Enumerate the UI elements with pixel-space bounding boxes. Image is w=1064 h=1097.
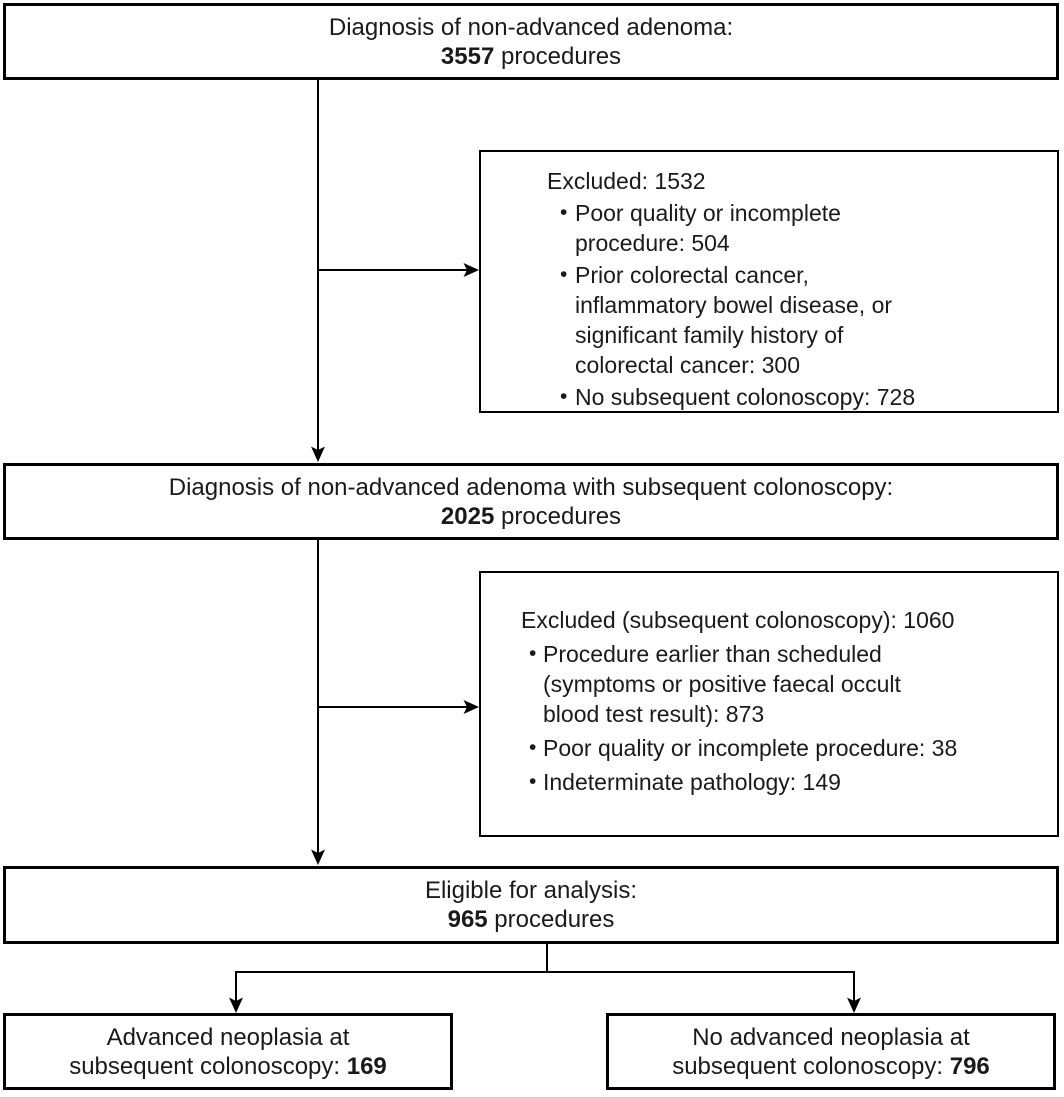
outcome-count: 169 — [346, 1052, 387, 1080]
count-procedures: 2025 — [440, 502, 495, 530]
list-item: • Indeterminate pathology: 149 — [521, 767, 1047, 797]
arrowhead-top-to-middle-icon — [311, 446, 325, 462]
outcome-count: 796 — [949, 1052, 990, 1080]
arrowhead-excluded1-icon — [463, 263, 479, 277]
excluded-reason: Prior colorectal cancer, inflammatory bo… — [575, 262, 893, 378]
excluded-reasons-list: • Poor quality or incomplete procedure: … — [547, 198, 1047, 412]
node-line2: subsequent colonoscopy: 796 — [672, 1052, 990, 1081]
excluded-title: Excluded: 1532 — [547, 168, 706, 194]
node-line2: 965 procedures — [448, 905, 615, 934]
node-line2: subsequent colonoscopy: 169 — [69, 1052, 387, 1081]
list-item: • No subsequent colonoscopy: 728 — [547, 382, 1047, 412]
node-line1: Eligible for analysis: — [424, 877, 638, 904]
bullet-icon: • — [560, 263, 568, 286]
arrowhead-middle-to-eligible-icon — [311, 849, 325, 865]
node-line2: 2025 procedures — [441, 502, 621, 531]
node-line1: Diagnosis of non-advanced adenoma: — [328, 13, 734, 41]
node-eligible: Eligible for analysis: 965 procedures — [3, 866, 1059, 944]
arrowhead-outcome-right-icon — [847, 997, 861, 1013]
arrowhead-outcome-left-icon — [229, 997, 243, 1013]
excluded-title: Excluded (subsequent colonoscopy): 1060 — [521, 607, 955, 633]
node-line2: 3557 procedures — [441, 42, 621, 71]
bullet-icon: • — [560, 201, 568, 224]
excluded-reasons-list: • Procedure earlier than scheduled (symp… — [521, 639, 1047, 797]
excluded-reason: Poor quality or incomplete procedure: 50… — [575, 200, 841, 256]
count-procedures: 3557 — [440, 42, 495, 70]
count-suffix: procedures — [494, 502, 622, 530]
node-outcome-no-advanced: No advanced neoplasia at subsequent colo… — [606, 1013, 1056, 1090]
list-item: • Procedure earlier than scheduled (symp… — [521, 639, 1047, 729]
list-item: • Poor quality or incomplete procedure: … — [547, 198, 1047, 258]
node-line1: No advanced neoplasia at — [692, 1023, 970, 1051]
count-suffix: procedures — [494, 42, 622, 70]
bullet-icon: • — [560, 385, 568, 408]
node-diagnosis-total: Diagnosis of non-advanced adenoma: 3557 … — [3, 3, 1059, 80]
list-item: • Prior colorectal cancer, inflammatory … — [547, 260, 1047, 380]
outcome-prefix: subsequent colonoscopy: — [69, 1052, 347, 1080]
node-line1: Diagnosis of non-advanced adenoma with s… — [168, 473, 894, 501]
node-excluded-initial: Excluded: 1532 • Poor quality or incompl… — [479, 150, 1059, 413]
node-diagnosis-with-colonoscopy: Diagnosis of non-advanced adenoma with s… — [3, 463, 1059, 540]
excluded-reason: No subsequent colonoscopy: 728 — [575, 384, 916, 410]
bullet-icon: • — [529, 770, 537, 793]
bullet-icon: • — [529, 642, 537, 665]
count-suffix: procedures — [487, 906, 615, 933]
excluded-reason: Poor quality or incomplete procedure: 38 — [543, 735, 958, 761]
node-outcome-advanced: Advanced neoplasia at subsequent colonos… — [3, 1013, 453, 1090]
node-line1: Advanced neoplasia at — [106, 1023, 350, 1051]
node-excluded-subsequent: Excluded (subsequent colonoscopy): 1060 … — [479, 571, 1059, 837]
outcome-prefix: subsequent colonoscopy: — [672, 1052, 950, 1080]
arrowhead-excluded2-icon — [463, 700, 479, 714]
excluded-reason: Procedure earlier than scheduled (sympto… — [543, 641, 901, 727]
count-procedures: 965 — [447, 906, 488, 933]
bullet-icon: • — [529, 736, 537, 759]
excluded-reason: Indeterminate pathology: 149 — [543, 769, 841, 795]
list-item: • Poor quality or incomplete procedure: … — [521, 733, 1047, 763]
